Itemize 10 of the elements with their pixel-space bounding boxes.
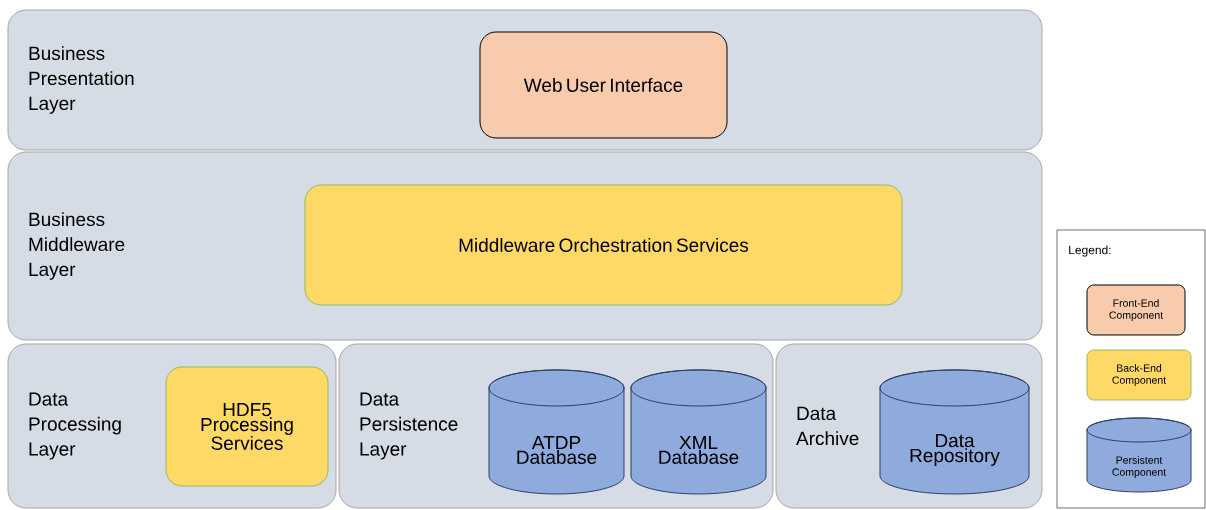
database-cylinder: Data Repository <box>879 369 1030 495</box>
database-cylinder: ATDP Database <box>488 369 625 495</box>
legend-key: Persistent Component <box>1086 417 1192 493</box>
component-box: Web User Interface <box>479 31 728 139</box>
component-box: HDF5 Processing Services <box>165 366 329 487</box>
legend-key: Back-End Component <box>1086 349 1192 401</box>
component-box: Middleware Orchestration Services <box>304 184 903 306</box>
legend-title: Legend: <box>1069 245 1111 257</box>
legend-key: Front-End Component <box>1086 284 1186 336</box>
database-cylinder: XML Database <box>630 369 767 495</box>
